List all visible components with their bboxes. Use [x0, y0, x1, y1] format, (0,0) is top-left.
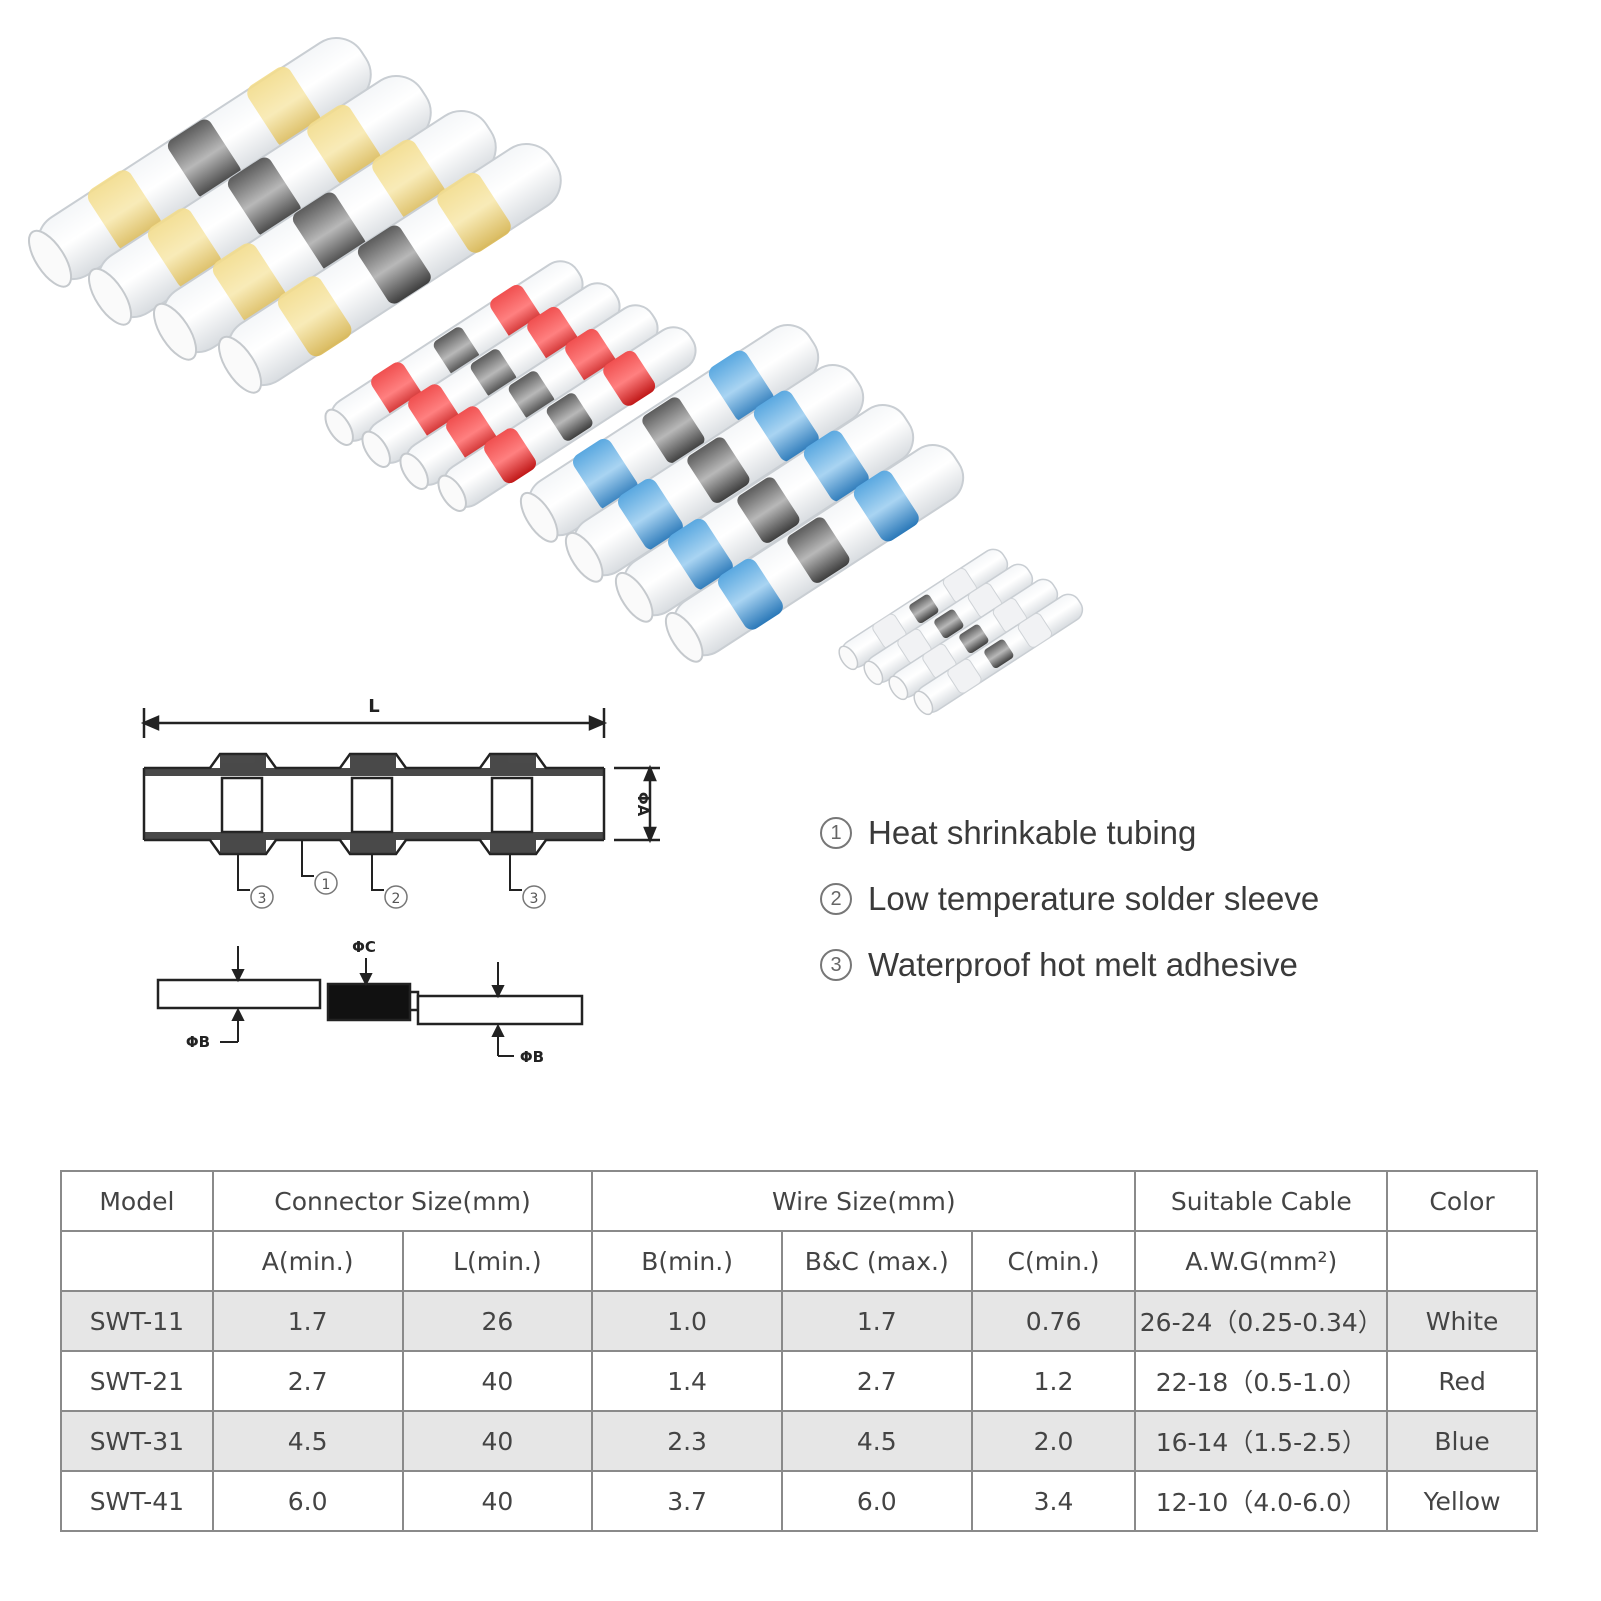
cell-a: 1.7 [211, 1290, 404, 1352]
cell-awg: 26-24（0.25-0.34） [1134, 1290, 1389, 1352]
svg-text:2: 2 [392, 891, 401, 907]
header-wire-size: Wire Size(mm) [591, 1170, 1137, 1232]
diameter-b-label-left: ΦB [186, 1033, 210, 1051]
wire-dimension-arrows [220, 946, 514, 1057]
cell-a: 6.0 [211, 1470, 404, 1532]
cell-awg: 12-10（4.0-6.0） [1134, 1470, 1389, 1532]
legend-number: 3 [820, 949, 852, 981]
white-connector-group [834, 544, 1088, 720]
cell-bc: 1.7 [780, 1290, 973, 1352]
svg-text:3: 3 [530, 891, 539, 907]
connector-diagram: L ΦA 3 1 [140, 696, 660, 1066]
tube-walls [144, 754, 604, 854]
length-label: L [368, 696, 379, 717]
diameter-b-label-right: ΦB [520, 1048, 544, 1066]
diameter-c-label: ΦC [352, 938, 376, 956]
cell-l: 26 [401, 1290, 594, 1352]
cell-model: SWT-31 [60, 1410, 214, 1472]
cell-model: SWT-11 [60, 1290, 214, 1352]
cell-l: 40 [401, 1410, 594, 1472]
cell-b: 3.7 [591, 1470, 783, 1532]
header-empty [1386, 1230, 1538, 1292]
cell-c: 0.76 [970, 1290, 1137, 1352]
header-b-min: B(min.) [591, 1230, 783, 1292]
header-color: Color [1386, 1170, 1538, 1232]
header-bc-max: B&C (max.) [780, 1230, 973, 1292]
cell-b: 1.4 [591, 1350, 783, 1412]
legend-item-adhesive: 3 Waterproof hot melt adhesive [820, 932, 1319, 998]
wire-diagram [156, 978, 584, 1026]
cell-l: 40 [401, 1470, 594, 1532]
product-photo [17, 23, 1088, 720]
cell-c: 2.0 [970, 1410, 1137, 1472]
callout-3-right: 3 [522, 885, 546, 909]
header-empty [60, 1230, 214, 1292]
length-dimension [140, 708, 608, 738]
callout-3-left: 3 [250, 885, 274, 909]
callout-2: 2 [384, 885, 408, 909]
legend-number: 2 [820, 883, 852, 915]
legend-text: Low temperature solder sleeve [868, 880, 1320, 917]
svg-text:1: 1 [322, 877, 331, 893]
cell-bc: 4.5 [780, 1410, 973, 1472]
cell-bc: 2.7 [780, 1350, 973, 1412]
legend-text: Waterproof hot melt adhesive [868, 946, 1298, 983]
diameter-a-label: ΦA [634, 792, 652, 817]
cell-l: 40 [401, 1350, 594, 1412]
cell-color: Yellow [1386, 1470, 1538, 1532]
component-legend: 1 Heat shrinkable tubing 2 Low temperatu… [820, 800, 1319, 998]
table-row: SWT-41 6.0 40 3.7 6.0 3.4 12-10（4.0-6.0）… [60, 1470, 1538, 1532]
table-row: SWT-31 4.5 40 2.3 4.5 2.0 16-14（1.5-2.5）… [60, 1410, 1538, 1472]
spec-table: Model Connector Size(mm) Wire Size(mm) S… [60, 1170, 1538, 1532]
legend-number: 1 [820, 817, 852, 849]
header-a-min: A(min.) [211, 1230, 404, 1292]
cell-c: 1.2 [970, 1350, 1137, 1412]
header-connector-size: Connector Size(mm) [211, 1170, 594, 1232]
cell-awg: 16-14（1.5-2.5） [1134, 1410, 1389, 1472]
cell-b: 2.3 [591, 1410, 783, 1472]
cell-bc: 6.0 [780, 1470, 973, 1532]
cell-model: SWT-21 [60, 1350, 214, 1412]
cell-a: 4.5 [211, 1410, 404, 1472]
table-sub-header-row: A(min.) L(min.) B(min.) B&C (max.) C(min… [60, 1230, 1538, 1292]
header-c-min: C(min.) [970, 1230, 1137, 1292]
header-suitable-cable: Suitable Cable [1134, 1170, 1389, 1232]
legend-item-tubing: 1 Heat shrinkable tubing [820, 800, 1319, 866]
cell-model: SWT-41 [60, 1470, 214, 1532]
header-l-min: L(min.) [401, 1230, 594, 1292]
cell-color: White [1386, 1290, 1538, 1352]
svg-text:3: 3 [258, 891, 267, 907]
legend-item-solder: 2 Low temperature solder sleeve [820, 866, 1319, 932]
diameter-a-dimension [614, 764, 660, 844]
header-awg: A.W.G(mm²) [1134, 1230, 1389, 1292]
table-row: SWT-21 2.7 40 1.4 2.7 1.2 22-18（0.5-1.0）… [60, 1350, 1538, 1412]
table-group-header-row: Model Connector Size(mm) Wire Size(mm) S… [60, 1170, 1538, 1232]
cell-color: Red [1386, 1350, 1538, 1412]
header-model: Model [60, 1170, 214, 1232]
cell-b: 1.0 [591, 1290, 783, 1352]
table-row: SWT-11 1.7 26 1.0 1.7 0.76 26-24（0.25-0.… [60, 1290, 1538, 1352]
cell-a: 2.7 [211, 1350, 404, 1412]
cell-c: 3.4 [970, 1470, 1137, 1532]
callout-1: 1 [314, 871, 338, 895]
cell-awg: 22-18（0.5-1.0） [1134, 1350, 1389, 1412]
cell-color: Blue [1386, 1410, 1538, 1472]
callout-leaders [237, 840, 522, 891]
legend-text: Heat shrinkable tubing [868, 814, 1197, 851]
